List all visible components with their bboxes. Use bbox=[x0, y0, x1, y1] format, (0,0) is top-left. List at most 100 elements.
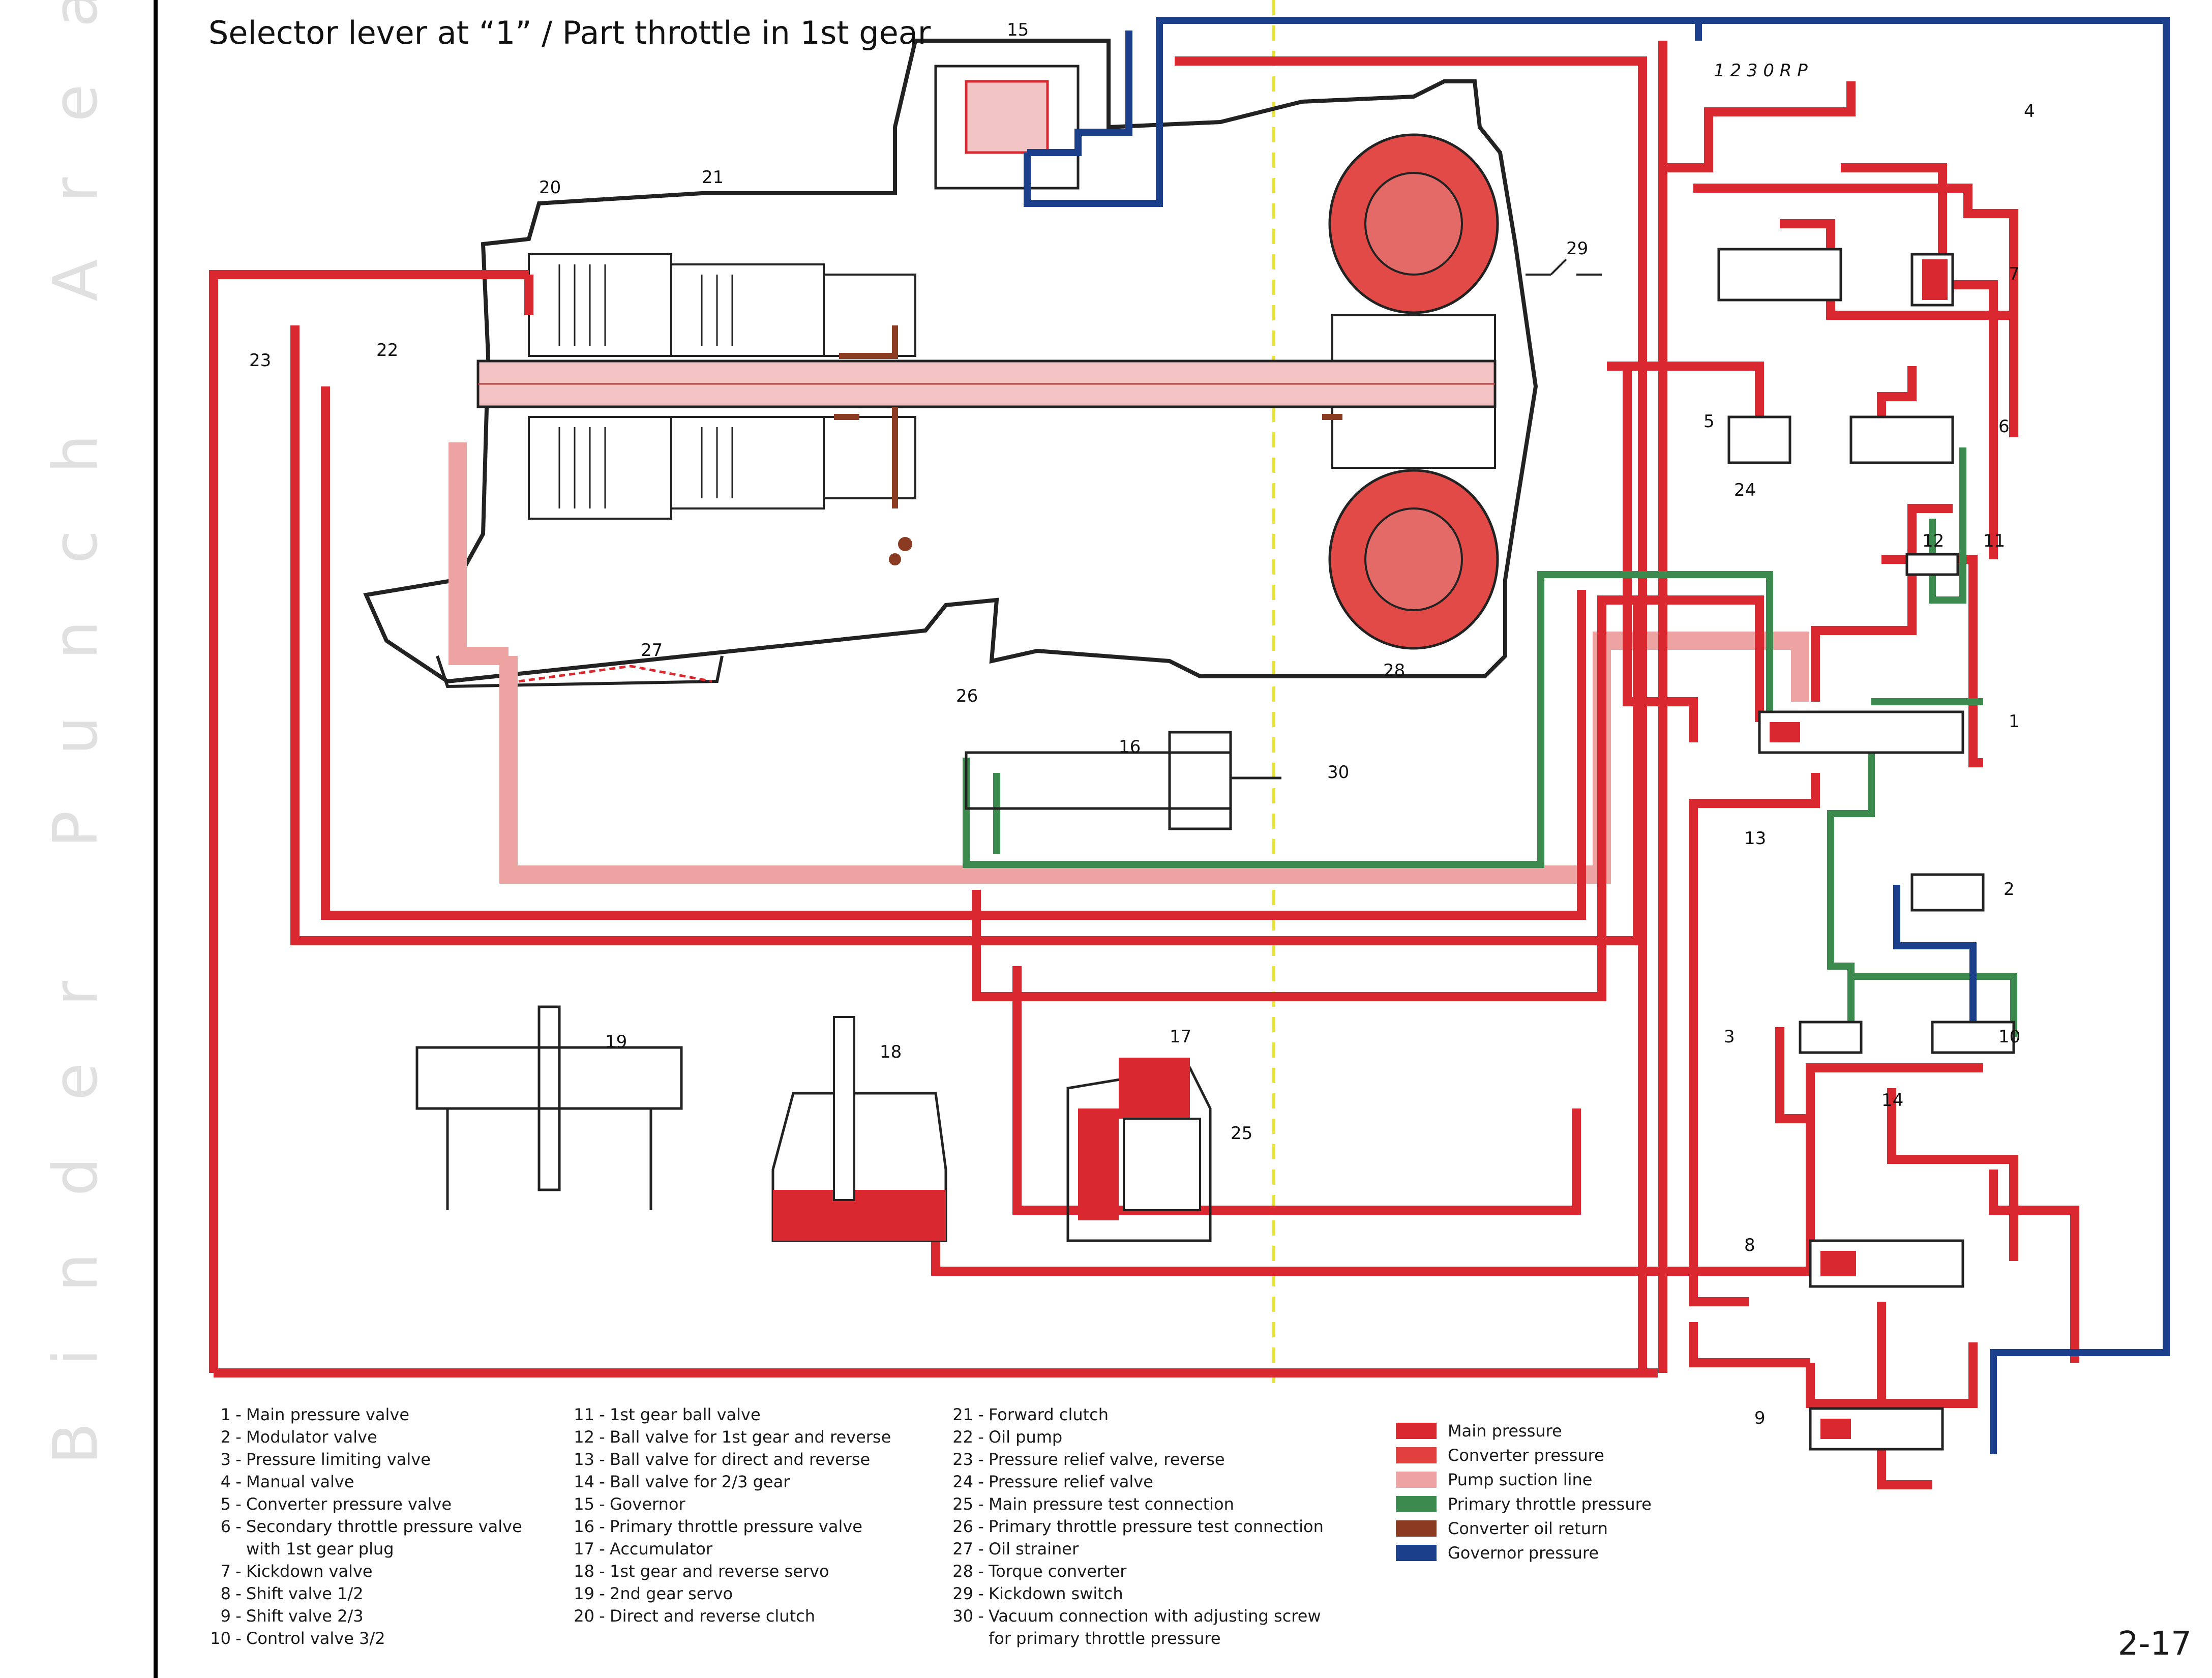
parts-list-number: 22 bbox=[952, 1427, 973, 1447]
parts-list-label: Primary throttle pressure valve bbox=[610, 1517, 862, 1536]
parts-list-item: 25-Main pressure test connection bbox=[946, 1493, 1324, 1515]
parts-list-number: 13 bbox=[574, 1450, 594, 1469]
parts-list-number: 21 bbox=[952, 1405, 973, 1424]
parts-list-label: Direct and reverse clutch bbox=[610, 1606, 815, 1626]
callout-14: 14 bbox=[1881, 1090, 1903, 1111]
parts-list-dash: - bbox=[978, 1562, 984, 1581]
parts-list-label: Oil strainer bbox=[989, 1539, 1079, 1559]
parts-list-label: 1st gear and reverse servo bbox=[610, 1562, 829, 1581]
parts-list-dash: - bbox=[599, 1584, 605, 1603]
parts-list-dash: - bbox=[978, 1606, 984, 1626]
parts-list-number: 24 bbox=[952, 1472, 973, 1491]
parts-list-item: 27-Oil strainer bbox=[946, 1538, 1324, 1560]
parts-list-number: 30 bbox=[952, 1606, 973, 1626]
color-swatch bbox=[1396, 1520, 1437, 1537]
parts-list-dash: - bbox=[235, 1405, 242, 1424]
parts-list-number: 28 bbox=[952, 1562, 973, 1581]
parts-list-label: Pressure relief valve, reverse bbox=[989, 1450, 1225, 1469]
parts-list-number: 11 bbox=[574, 1405, 594, 1424]
parts-list-item: 23-Pressure relief valve, reverse bbox=[946, 1448, 1324, 1471]
parts-list-item: 2-Modulator valve bbox=[203, 1426, 522, 1448]
servo-19 bbox=[415, 1005, 683, 1210]
parts-list-item: 8-Shift valve 1/2 bbox=[203, 1582, 522, 1605]
callout-24: 24 bbox=[1734, 480, 1756, 500]
parts-list-dash: - bbox=[978, 1539, 984, 1559]
callout-19: 19 bbox=[605, 1032, 627, 1052]
parts-list-number: 8 bbox=[220, 1584, 231, 1603]
color-key-label: Main pressure bbox=[1448, 1421, 1562, 1441]
parts-list-label: 2nd gear servo bbox=[610, 1584, 733, 1603]
torque-converter bbox=[1328, 133, 1499, 650]
parts-list-dash: - bbox=[599, 1539, 605, 1559]
governor bbox=[934, 65, 1080, 190]
parts-list-number: 19 bbox=[574, 1584, 594, 1603]
color-key-item: Converter pressure bbox=[1396, 1443, 1652, 1467]
parts-list-number: 18 bbox=[574, 1562, 594, 1581]
parts-list-item: 1-Main pressure valve bbox=[203, 1403, 522, 1426]
parts-list-label: Modulator valve bbox=[246, 1427, 377, 1447]
parts-list-label: Oil pump bbox=[989, 1427, 1063, 1447]
callout-16: 16 bbox=[1119, 737, 1141, 757]
parts-list-label: Ball valve for 1st gear and reverse bbox=[610, 1427, 891, 1447]
parts-list-label: Converter pressure valve bbox=[246, 1494, 452, 1514]
color-swatch bbox=[1396, 1447, 1437, 1463]
parts-list-number: 23 bbox=[952, 1450, 973, 1469]
parts-list-dash: - bbox=[978, 1494, 984, 1514]
margin-watermark-text: Binder Punch Area bbox=[41, 0, 111, 1464]
parts-list-label: 1st gear ball valve bbox=[610, 1405, 761, 1424]
callout-18: 18 bbox=[880, 1042, 902, 1062]
parts-list-dash: - bbox=[599, 1450, 605, 1469]
parts-list-number: 10 bbox=[210, 1629, 231, 1648]
callout-4: 4 bbox=[2024, 101, 2035, 122]
parts-list-number: 27 bbox=[952, 1539, 973, 1559]
parts-list-label: Kickdown switch bbox=[989, 1584, 1123, 1603]
callout-21: 21 bbox=[702, 167, 724, 188]
callout-5: 5 bbox=[1703, 411, 1715, 432]
selector-positions: 1 2 3 0 R P bbox=[1714, 61, 1808, 81]
parts-list-item: 11-1st gear ball valve bbox=[567, 1403, 891, 1426]
callout-20: 20 bbox=[539, 177, 561, 198]
callout-23: 23 bbox=[249, 350, 271, 371]
callout-30: 30 bbox=[1327, 762, 1349, 783]
parts-list-item: with 1st gear plug bbox=[203, 1538, 522, 1560]
parts-list-label: for primary throttle pressure bbox=[989, 1629, 1221, 1648]
callout-13: 13 bbox=[1744, 828, 1766, 849]
parts-list-dash: - bbox=[978, 1584, 984, 1603]
parts-list-label: Vacuum connection with adjusting screw bbox=[989, 1606, 1321, 1626]
callout-22: 22 bbox=[376, 340, 398, 361]
callout-6: 6 bbox=[1998, 416, 2010, 437]
callout-1: 1 bbox=[2009, 711, 2020, 732]
parts-list-item: 30-Vacuum connection with adjusting scre… bbox=[946, 1605, 1324, 1627]
parts-list-item: 13-Ball valve for direct and reverse bbox=[567, 1448, 891, 1471]
callout-10: 10 bbox=[1998, 1027, 2020, 1047]
parts-list-number: 17 bbox=[574, 1539, 594, 1559]
color-key-label: Pump suction line bbox=[1448, 1470, 1593, 1489]
parts-list-item: 9-Shift valve 2/3 bbox=[203, 1605, 522, 1627]
parts-list-item: 29-Kickdown switch bbox=[946, 1582, 1324, 1605]
color-swatch bbox=[1396, 1423, 1437, 1439]
parts-list-dash: - bbox=[978, 1472, 984, 1491]
parts-list-dash: - bbox=[235, 1606, 242, 1626]
page-number: 2-17 bbox=[2117, 1625, 2192, 1663]
parts-list-label: Accumulator bbox=[610, 1539, 713, 1559]
parts-list-label: Control valve 3/2 bbox=[246, 1629, 385, 1648]
parts-list-number: 9 bbox=[220, 1606, 231, 1626]
callout-26: 26 bbox=[956, 686, 978, 706]
margin-watermark: Binder Punch Area bbox=[41, 0, 111, 1464]
parts-list-dash: - bbox=[235, 1450, 242, 1469]
parts-list-label: Ball valve for direct and reverse bbox=[610, 1450, 871, 1469]
margin-rule bbox=[154, 0, 158, 1678]
parts-list-item: 14-Ball valve for 2/3 gear bbox=[567, 1471, 891, 1493]
parts-list-item: 12-Ball valve for 1st gear and reverse bbox=[567, 1426, 891, 1448]
color-key-item: Pump suction line bbox=[1396, 1467, 1652, 1492]
color-key-label: Primary throttle pressure bbox=[1448, 1494, 1652, 1514]
accumulator-17 bbox=[1066, 1058, 1212, 1242]
parts-list-dash: - bbox=[235, 1427, 242, 1447]
governor-lines bbox=[1024, 17, 2170, 1454]
parts-list-number: 16 bbox=[574, 1517, 594, 1536]
parts-list-label: Governor bbox=[610, 1494, 685, 1514]
parts-list-number: 25 bbox=[952, 1494, 973, 1514]
callout-12: 12 bbox=[1922, 531, 1944, 551]
